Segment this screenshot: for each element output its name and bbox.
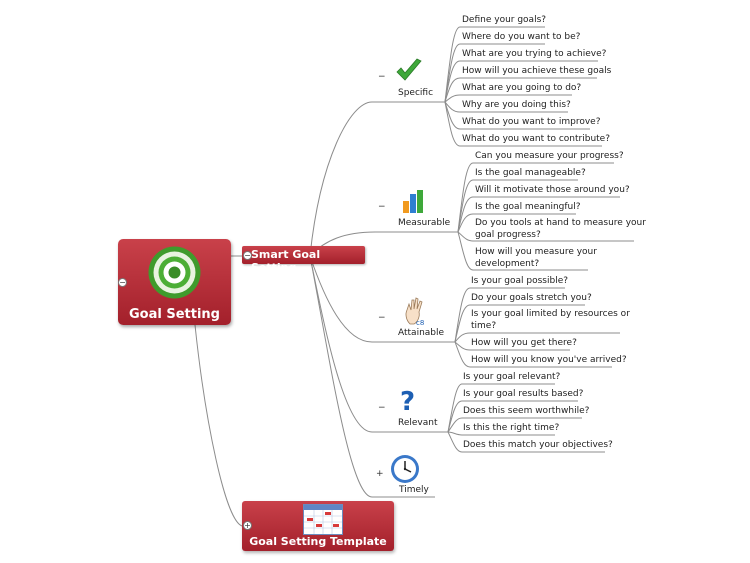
measurable-item[interactable]: How will you measure your <box>475 247 597 257</box>
attainable-item[interactable]: How will you know you've arrived? <box>471 355 627 365</box>
bar-chart-icon <box>403 190 423 213</box>
measurable-item[interactable]: Is the goal manageable? <box>475 168 586 178</box>
attainable-item[interactable]: Do your goals stretch you? <box>471 293 592 303</box>
central-node-label: Smart Goal Setting <box>251 248 321 274</box>
branch-label-attainable[interactable]: Attainable <box>398 328 445 338</box>
measurable-item[interactable]: development? <box>475 259 540 269</box>
measurable-item[interactable]: goal progress? <box>475 230 541 240</box>
measurable-item[interactable]: Will it motivate those around you? <box>475 185 630 195</box>
specific-item[interactable]: Where do you want to be? <box>462 32 581 42</box>
specific-item[interactable]: What do you want to improve? <box>462 117 601 127</box>
timely-expand-toggle[interactable]: + <box>376 469 384 479</box>
specific-item[interactable]: What are you going to do? <box>462 83 582 93</box>
measurable-item[interactable]: Do you tools at hand to measure your <box>475 218 646 228</box>
root-node-goal-setting[interactable]: Goal Setting <box>118 239 231 325</box>
branch-label-measurable[interactable]: Measurable <box>398 218 451 228</box>
target-icon <box>148 246 201 299</box>
relevant-item[interactable]: Is this the right time? <box>463 423 560 433</box>
svg-text:c8: c8 <box>416 319 424 326</box>
branch-label-relevant[interactable]: Relevant <box>398 418 438 428</box>
root-node-label: Goal Setting <box>129 307 220 322</box>
relevant-item[interactable]: Does this seem worthwhile? <box>463 406 590 416</box>
specific-item[interactable]: What are you trying to achieve? <box>462 49 607 59</box>
clock-icon <box>391 455 419 483</box>
measurable-collapse-toggle[interactable]: − <box>378 202 386 212</box>
specific-item[interactable]: Define your goals? <box>462 15 547 25</box>
branch-label-timely[interactable]: Timely <box>399 485 429 495</box>
attainable-item[interactable]: Is your goal possible? <box>471 276 569 286</box>
relevant-item[interactable]: Is your goal results based? <box>463 389 584 399</box>
checkmark-icon <box>396 58 422 81</box>
specific-item[interactable]: What do you want to contribute? <box>462 134 610 144</box>
goal-setting-template-node[interactable]: Goal Setting Template <box>242 501 394 551</box>
relevant-item[interactable]: Does this match your objectives? <box>463 440 613 450</box>
attainable-item[interactable]: Is your goal limited by resources or <box>471 309 630 319</box>
relevant-collapse-toggle[interactable]: − <box>378 403 386 413</box>
question-mark-icon: ? <box>400 388 415 416</box>
measurable-item[interactable]: Can you measure your progress? <box>475 151 624 161</box>
specific-collapse-toggle[interactable]: − <box>378 72 386 82</box>
root-collapse-toggle[interactable]: − <box>118 278 127 287</box>
attainable-item[interactable]: time? <box>471 321 497 331</box>
measurable-item[interactable]: Is the goal meaningful? <box>475 202 581 212</box>
template-expand-toggle[interactable]: + <box>243 521 252 530</box>
attainable-collapse-toggle[interactable]: − <box>378 313 386 323</box>
attainable-item[interactable]: How will you get there? <box>471 338 577 348</box>
central-node-smart-goal-setting[interactable]: Smart Goal Setting <box>242 246 365 274</box>
calendar-thumbnail-icon <box>303 504 343 535</box>
svg-text:?: ? <box>400 388 415 416</box>
ok-hand-icon: c8 <box>405 297 424 326</box>
central-collapse-toggle[interactable]: − <box>243 251 252 260</box>
branch-label-specific[interactable]: Specific <box>398 88 434 98</box>
specific-item[interactable]: How will you achieve these goals <box>462 66 612 76</box>
relevant-item[interactable]: Is your goal relevant? <box>463 372 561 382</box>
specific-item[interactable]: Why are you doing this? <box>462 100 571 110</box>
template-node-label: Goal Setting Template <box>249 535 387 548</box>
